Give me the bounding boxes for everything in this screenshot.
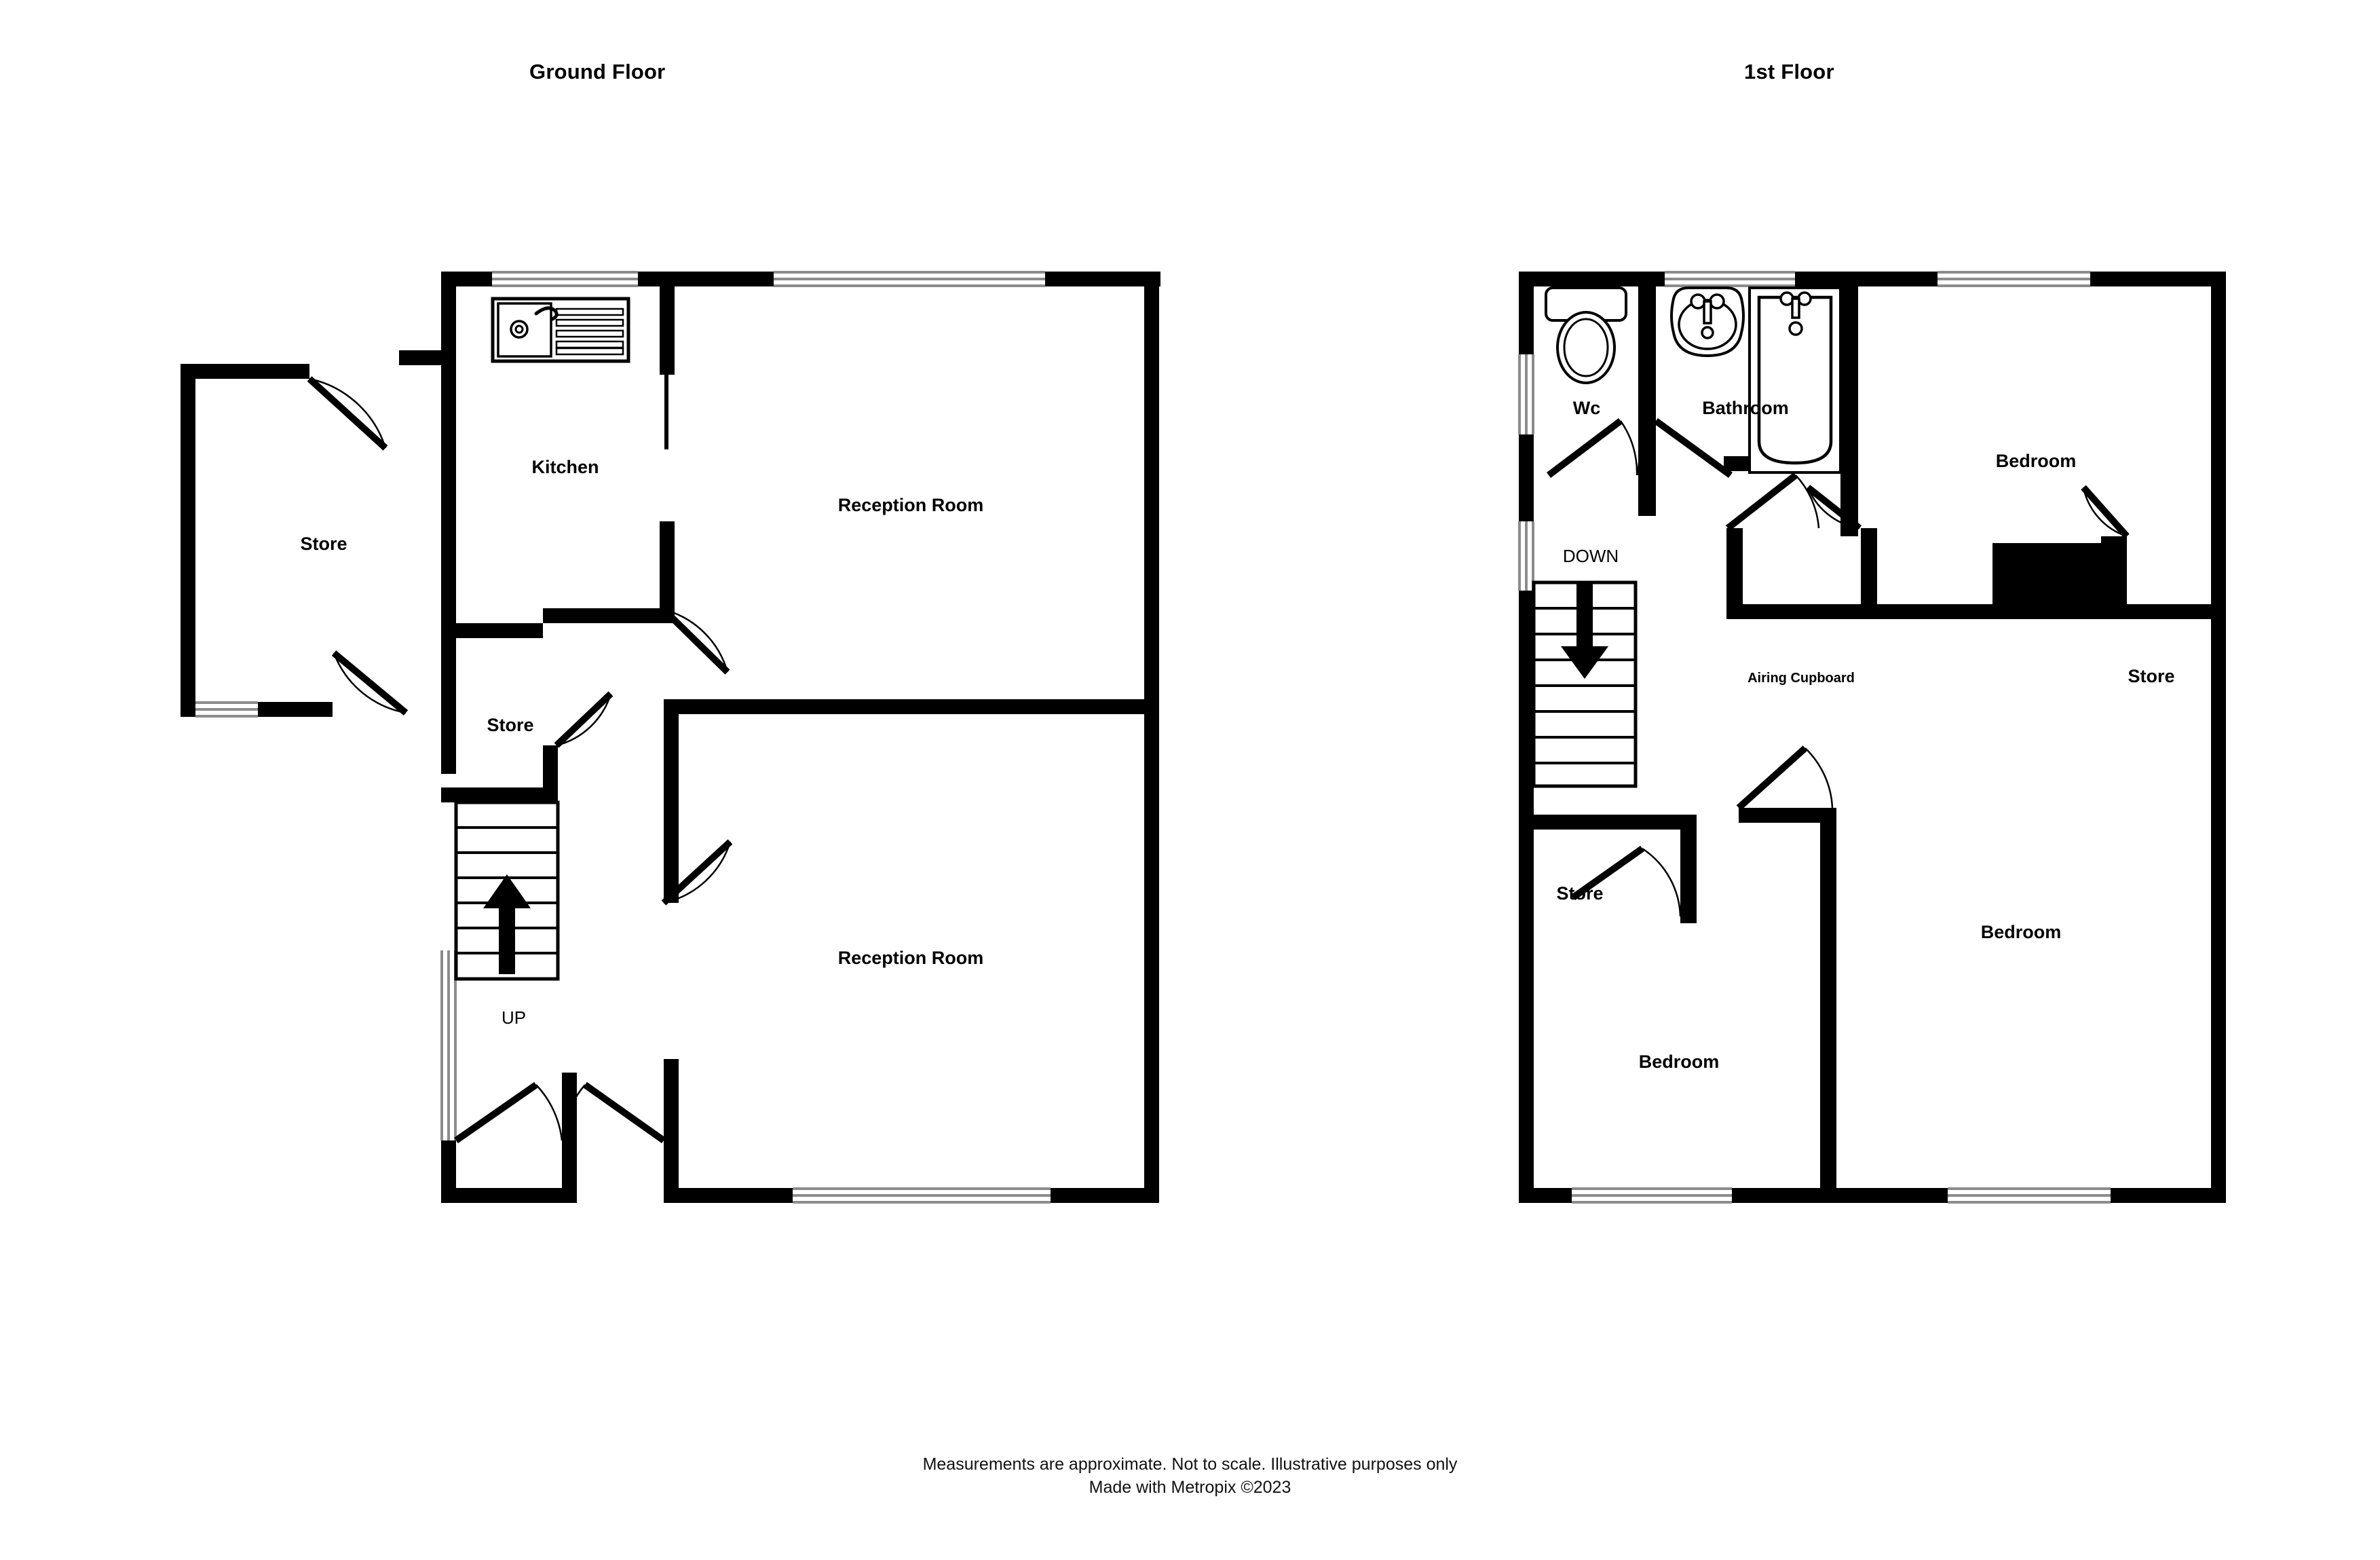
room-label-wc: Wc [1573, 398, 1601, 418]
ground-floor-stairs [454, 800, 560, 981]
first-floor-walls [1519, 272, 2226, 1203]
room-label-store-left: Store [1556, 883, 1603, 904]
room-label-bedroom-lower-right: Bedroom [1981, 922, 2062, 942]
room-label-store-inner: Store [487, 715, 533, 735]
kitchen-sink-icon [491, 297, 630, 363]
footer-attribution: Made with Metropix ©2023 [1089, 1478, 1291, 1497]
first-floor-windows [1518, 271, 2111, 1204]
toilet-icon [1545, 286, 1627, 384]
room-label-bedroom-top-right: Bedroom [1996, 451, 2077, 471]
ground-floor-doors [307, 376, 733, 1144]
first-floor-doors [1546, 417, 2130, 917]
ground-floor-walls [181, 272, 1160, 1203]
room-label-store-outer: Store [300, 534, 347, 554]
wash-basin-icon [1670, 286, 1745, 358]
room-label-reception-upper: Reception Room [838, 495, 984, 515]
stairs-direction-down: DOWN [1563, 546, 1619, 566]
room-label-store-right: Store [2128, 666, 2174, 686]
stairs-direction-up: UP [502, 1007, 526, 1028]
room-label-airing-cupboard: Airing Cupboard [1748, 671, 1855, 686]
up-arrow-icon [483, 874, 531, 974]
ground-floor-windows [195, 271, 1051, 1204]
room-label-reception-lower: Reception Room [838, 948, 984, 968]
ground-floor-title: Ground Floor [529, 60, 666, 83]
first-floor-title: 1st Floor [1744, 60, 1834, 83]
room-label-kitchen: Kitchen [531, 457, 599, 477]
first-floor-stairs [1532, 580, 1638, 788]
room-label-bathroom: Bathroom [1702, 398, 1789, 418]
down-arrow-icon [1561, 584, 1608, 679]
bath-tub-icon [1748, 286, 1842, 474]
footer-disclaimer: Measurements are approximate. Not to sca… [922, 1455, 1458, 1474]
room-label-bedroom-lower-left: Bedroom [1639, 1052, 1720, 1072]
